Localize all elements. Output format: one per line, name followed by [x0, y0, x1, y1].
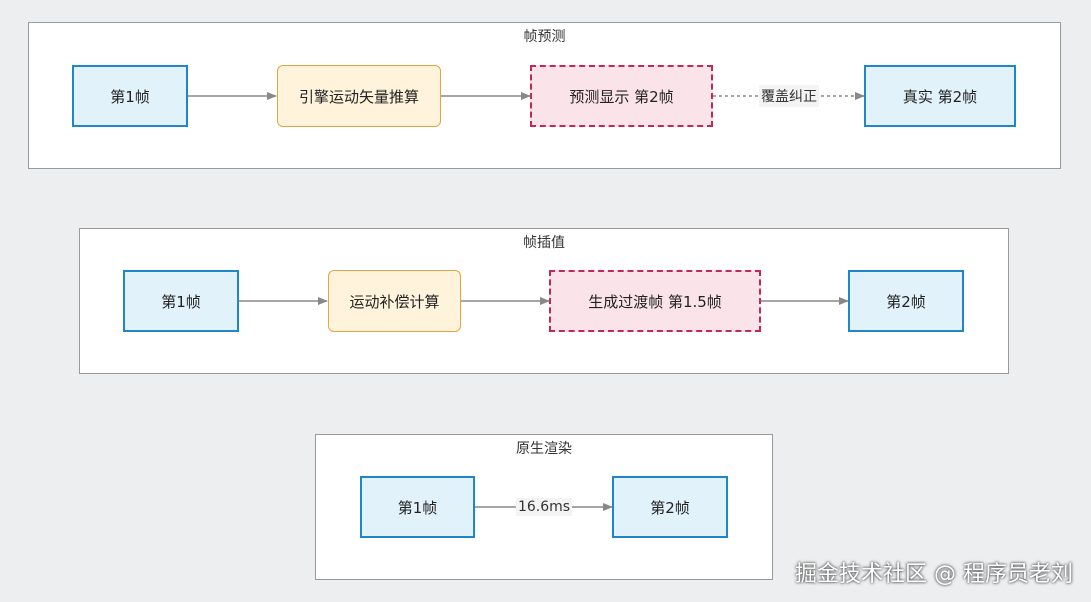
motion-compensation-node: 运动补偿计算	[328, 270, 461, 332]
native-frame2-node: 第2帧	[612, 476, 728, 538]
prediction-title: 帧预测	[523, 29, 566, 45]
prediction-frame1-node: 第1帧	[72, 65, 188, 127]
transition-frame-node: 生成过渡帧 第1.5帧	[549, 270, 761, 332]
real-frame2-node: 真实 第2帧	[864, 65, 1016, 127]
interpolation-title: 帧插值	[523, 235, 565, 251]
interpolation-frame1-node: 第1帧	[123, 270, 239, 332]
predicted-frame2-node: 预测显示 第2帧	[530, 65, 713, 127]
interval-label: 16.6ms	[515, 498, 573, 516]
watermark: 掘金技术社区 @ 程序员老刘	[795, 562, 1073, 587]
engine-motion-vector-node: 引擎运动矢量推算	[277, 65, 441, 127]
native-frame1-node: 第1帧	[360, 476, 475, 538]
correction-label: 覆盖纠正	[759, 85, 819, 107]
interpolation-frame2-node: 第2帧	[848, 270, 964, 332]
native-title: 原生渲染	[516, 441, 572, 457]
